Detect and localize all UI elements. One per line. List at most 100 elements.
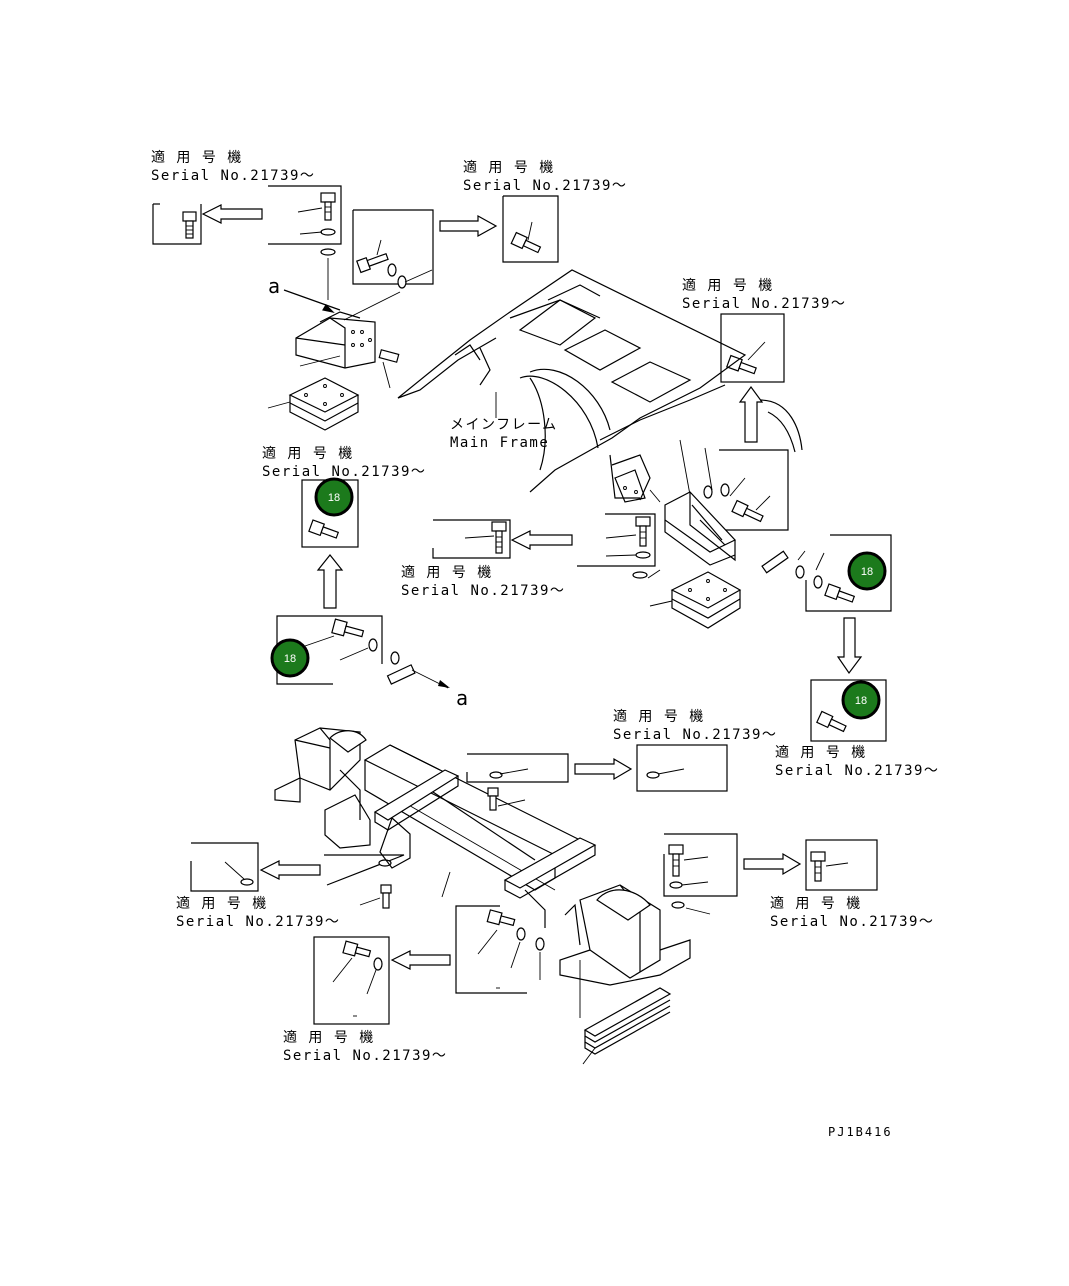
applicable-label: 適 用 号 機	[770, 895, 862, 912]
main-frame-label: メインフレーム Main Frame	[450, 392, 558, 451]
detail-box-washer-4	[324, 854, 405, 886]
bolt-icon	[486, 909, 516, 927]
applicable-label: 適 用 号 機	[775, 744, 867, 761]
detail-box-bolt-13	[663, 833, 738, 897]
callout-badge-18[interactable]: 18	[270, 638, 310, 678]
serial-label: Serial No.21739～	[463, 178, 627, 194]
washer-icon	[720, 483, 730, 497]
washer-icon	[646, 771, 660, 779]
applicable-label: 適 用 号 機	[283, 1029, 375, 1046]
serial-label: Serial No.21739～	[770, 914, 934, 930]
arrow-right-icon	[439, 214, 498, 238]
serial-label-5: 適 用 号 機 Serial No.21739～	[401, 564, 565, 599]
bolt-icon	[491, 521, 507, 554]
callout-badge-18[interactable]: 18	[841, 680, 881, 720]
bolt-icon	[356, 252, 389, 274]
bolt-icon	[487, 787, 499, 811]
serial-label: Serial No.21739～	[682, 296, 846, 312]
arrow-up-icon	[316, 554, 344, 609]
sub-frame	[274, 727, 711, 1018]
bolt-icon	[810, 851, 826, 882]
plate-icon	[761, 550, 789, 574]
serial-label-1: 適 用 号 機 Serial No.21739～	[151, 149, 314, 184]
washer-icon	[795, 565, 805, 579]
serial-label-3: 適 用 号 機 Serial No.21739～	[682, 277, 846, 312]
callout-badge-18[interactable]: 18	[847, 551, 887, 591]
callout-circle	[270, 638, 310, 678]
arrow-right-icon	[743, 852, 802, 876]
shim-stack-right	[649, 571, 742, 629]
detail-box-bolt-7	[432, 519, 511, 559]
washer-icon	[320, 248, 336, 256]
washer-icon	[373, 957, 383, 971]
mount-bracket-left	[283, 248, 401, 389]
washer-icon	[669, 881, 683, 889]
bolt-icon	[731, 499, 764, 523]
detail-box-bolt-2	[268, 185, 342, 245]
detail-box-bolt-14	[805, 839, 878, 891]
arrow-left-icon	[201, 204, 263, 224]
washer-icon	[635, 551, 651, 559]
bolt-icon	[342, 940, 372, 958]
serial-label: Serial No.21739～	[775, 763, 939, 779]
bolt-icon	[726, 354, 757, 375]
plate-icon	[386, 664, 416, 685]
callout-number: 18	[328, 492, 340, 504]
serial-label-10: 適 用 号 機 Serial No.21739～	[283, 1029, 447, 1064]
main-frame-jp: メインフレーム	[450, 417, 558, 433]
bolt-icon	[182, 211, 197, 239]
detail-box-bolt-4	[502, 195, 559, 263]
serial-label: Serial No.21739～	[283, 1048, 447, 1064]
washer-icon	[703, 485, 713, 499]
ref-a-top: a	[268, 274, 282, 298]
detail-box-bolt-15	[455, 905, 527, 994]
bolt-icon	[824, 583, 856, 603]
washer-icon	[378, 859, 392, 867]
bolt-icon	[380, 884, 392, 909]
serial-label-7: 適 用 号 機 Serial No.21739～	[775, 744, 939, 779]
washer-icon	[516, 927, 526, 941]
detail-box-bolt-10	[276, 615, 383, 685]
applicable-label: 適 用 号 機	[682, 277, 774, 294]
bolt-icon	[510, 231, 542, 254]
bolt-icon	[816, 710, 847, 733]
serial-label-9: 適 用 号 機 Serial No.21739～	[770, 895, 934, 930]
ref-a-bottom: a	[456, 686, 470, 710]
callout-number: 18	[284, 653, 296, 665]
serial-label: Serial No.21739～	[401, 583, 565, 599]
arrow-right-icon	[574, 757, 633, 781]
detail-box-washer-2	[636, 744, 728, 792]
applicable-label: 適 用 号 機	[463, 159, 555, 176]
washer-icon	[320, 228, 336, 236]
applicable-label: 適 用 号 機	[176, 895, 268, 912]
detail-box-washer-3	[190, 842, 259, 892]
arrow-left-icon	[259, 860, 321, 880]
detail-box-bolt-5	[720, 313, 785, 383]
washer-icon	[813, 575, 823, 589]
mount-bracket-right	[614, 469, 789, 579]
serial-label-2: 適 用 号 機 Serial No.21739～	[463, 159, 627, 194]
callout-badge-18[interactable]: 18	[314, 477, 354, 517]
serial-label-4: 適 用 号 機 Serial No.21739～	[262, 445, 426, 480]
bolt-icon	[668, 844, 684, 877]
callout-circle	[847, 551, 887, 591]
plate-assembly-a	[386, 651, 450, 689]
serial-label: Serial No.21739～	[262, 464, 426, 480]
serial-label: Serial No.21739～	[613, 727, 777, 743]
detail-box-bolt-8	[577, 513, 656, 567]
serial-label: Serial No.21739～	[176, 914, 340, 930]
callout-number: 18	[861, 566, 873, 578]
arrow-up-icon	[738, 385, 764, 443]
applicable-label: 適 用 号 機	[401, 564, 493, 581]
arrow-left-icon	[390, 950, 451, 970]
detail-box-bolt-3	[352, 209, 434, 289]
callout-circle	[841, 680, 881, 720]
callout-number: 18	[855, 695, 867, 707]
washer-icon	[240, 878, 254, 886]
washer-icon	[368, 638, 378, 652]
washer-icon	[390, 651, 400, 665]
serial-label-6: 適 用 号 機 Serial No.21739～	[613, 708, 777, 743]
detail-box-bolt-16	[313, 936, 390, 1025]
washer-icon	[535, 937, 545, 951]
